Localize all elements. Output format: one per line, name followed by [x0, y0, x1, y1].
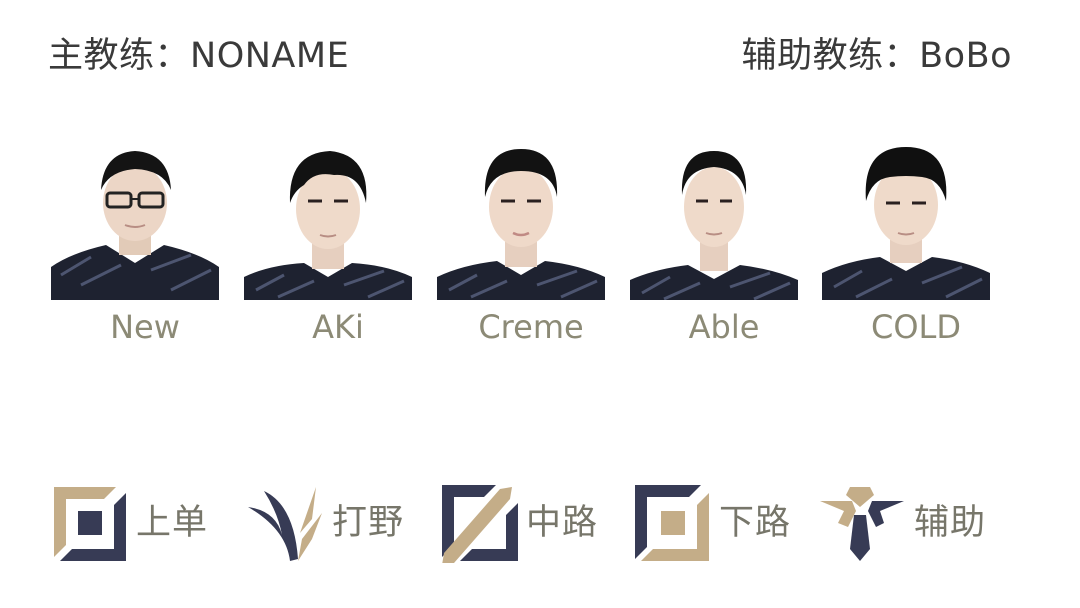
player-roster: New AKi [51, 145, 1011, 365]
role-label: 下路 [719, 502, 792, 543]
player-photo [437, 145, 605, 300]
player-card: Able [630, 145, 798, 355]
support-icon [820, 486, 904, 561]
player-name: Creme [478, 308, 584, 346]
role-legend: 上单 打野 中路 下路 辅助 [50, 480, 1050, 570]
head-coach-label: 主教练： [48, 36, 191, 76]
player-photo [822, 145, 990, 300]
role-label: 中路 [526, 502, 599, 543]
assistant-coach: 辅助教练：BoBo [742, 34, 1012, 78]
player-photo [630, 145, 798, 300]
player-name: Able [688, 308, 760, 346]
jungle-icon [248, 486, 322, 561]
player-name: AKi [312, 308, 364, 346]
player-card: AKi [244, 145, 412, 355]
player-card: New [51, 145, 219, 355]
bot-lane-icon [635, 484, 709, 561]
player-card: Creme [437, 145, 605, 355]
role-top: 上单 [50, 480, 208, 565]
player-photo [244, 145, 412, 300]
role-support: 辅助 [818, 480, 986, 565]
mid-lane-icon [442, 484, 518, 563]
player-name: New [110, 308, 180, 346]
role-jungle: 打野 [246, 480, 404, 565]
head-coach-name: NONAME [190, 36, 350, 76]
top-lane-icon [54, 486, 126, 561]
player-photo [51, 145, 219, 300]
player-name: COLD [871, 308, 961, 346]
role-bot: 下路 [633, 480, 791, 565]
assistant-coach-name: BoBo [919, 36, 1012, 76]
player-card: COLD [822, 145, 990, 355]
role-label: 打野 [332, 502, 405, 543]
role-label: 上单 [136, 502, 209, 543]
assistant-coach-label: 辅助教练： [741, 36, 920, 76]
head-coach: 主教练：NONAME [48, 34, 349, 78]
role-label: 辅助 [914, 502, 987, 543]
role-mid: 中路 [440, 480, 598, 565]
